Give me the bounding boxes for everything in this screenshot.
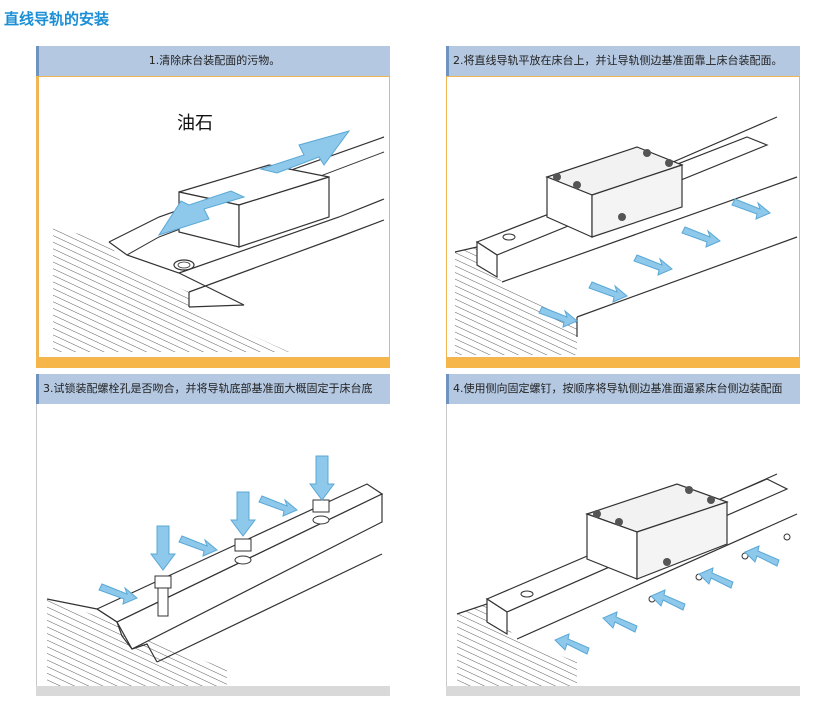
step-2-bottom-bar bbox=[446, 358, 800, 368]
arrow-down-1 bbox=[150, 525, 176, 571]
arrow-down-3 bbox=[309, 455, 335, 501]
arrow-side-3 bbox=[258, 495, 298, 517]
screw-hole bbox=[173, 259, 195, 271]
step-2-panel: 2.将直线导轨平放在床台上，并让导轨侧边基准面靠上床台装配面。 bbox=[446, 46, 800, 368]
arrow-back bbox=[259, 130, 351, 174]
step-2-caption: 2.将直线导轨平放在床台上，并让导轨侧边基准面靠上床台装配面。 bbox=[446, 46, 800, 76]
step-1-caption: 1.清除床台装配面的污物。 bbox=[36, 46, 390, 76]
table-hatching bbox=[457, 604, 577, 686]
step-2-illustration bbox=[446, 76, 800, 358]
step-1-drawing bbox=[53, 130, 385, 352]
bolt-3 bbox=[312, 499, 330, 513]
arrow-5 bbox=[744, 545, 780, 567]
arrow-down-2 bbox=[230, 491, 256, 537]
step-1-bottom-bar bbox=[36, 358, 390, 368]
step-3-caption: 3.试锁装配螺栓孔是否吻合，并将导轨底部基准面大概固定于床台底 bbox=[36, 374, 390, 404]
step-3-bottom-bar bbox=[36, 686, 390, 696]
step-4-panel: 4.使用侧向固定螺钉，按顺序将导轨侧边基准面逼紧床台侧边装配面 bbox=[446, 374, 800, 696]
arrow-front bbox=[157, 190, 246, 236]
arrow-2 bbox=[602, 611, 638, 633]
page-title: 直线导轨的安装 bbox=[4, 10, 110, 28]
step-3-drawing bbox=[46, 455, 384, 686]
step-2-drawing bbox=[454, 116, 798, 355]
step-4-bottom-bar bbox=[446, 686, 800, 696]
arrow-3 bbox=[633, 254, 673, 276]
arrow-5 bbox=[731, 198, 771, 220]
arrow-4 bbox=[681, 226, 721, 248]
step-3-panel: 3.试锁装配螺栓孔是否吻合，并将导轨底部基准面大概固定于床台底 bbox=[36, 374, 390, 696]
bolt-2 bbox=[234, 538, 252, 552]
step-1-illustration: 油石 bbox=[36, 76, 390, 358]
arrow-1 bbox=[538, 306, 578, 328]
step-1-panel: 1.清除床台装配面的污物。 bbox=[36, 46, 390, 368]
arrow-side-1 bbox=[98, 583, 138, 605]
oil-stone-label: 油石 bbox=[177, 113, 213, 134]
bolt-1 bbox=[154, 575, 172, 589]
arrow-4 bbox=[698, 567, 734, 589]
arrow-side-2 bbox=[178, 535, 218, 557]
step-3-illustration bbox=[36, 404, 390, 686]
step-4-illustration bbox=[446, 404, 800, 686]
arrow-2 bbox=[588, 281, 628, 303]
arrow-1 bbox=[554, 633, 590, 655]
table-hatching bbox=[455, 247, 577, 355]
step-4-drawing bbox=[456, 473, 798, 686]
arrow-3 bbox=[650, 589, 686, 611]
table-hatching bbox=[53, 227, 289, 352]
step-4-caption: 4.使用侧向固定螺钉，按顺序将导轨侧边基准面逼紧床台侧边装配面 bbox=[446, 374, 800, 404]
